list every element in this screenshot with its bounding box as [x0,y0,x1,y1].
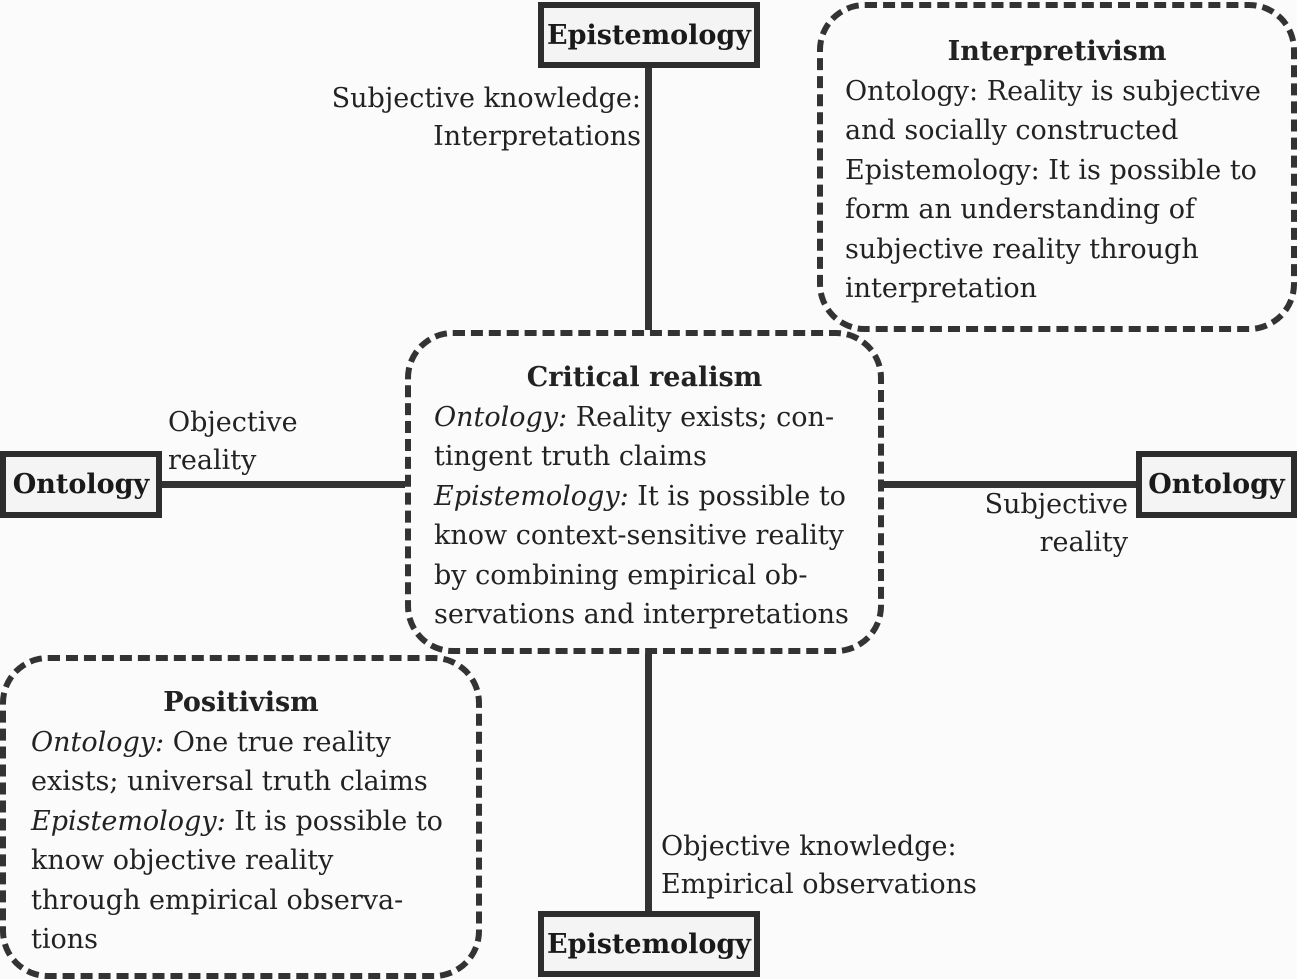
positivism-epistemology-label: Epistemology: [31,805,226,837]
critical-realism-ontology: Ontology: Reality exists; con-tingent tr… [434,398,864,477]
edge-label-bottom-line2: Empirical observations [661,869,977,900]
positivism-box: Positivism Ontology: One true reality ex… [0,655,482,979]
edge-label-left-line2: reality [168,445,257,476]
edge-label-bottom: Objective knowledge: Empirical observati… [661,828,1041,904]
interpretivism-box: Interpretivism Ontology: Reality is subj… [817,2,1297,332]
critical-realism-title: Critical realism [526,362,763,393]
critical-realism-ontology-text: Reality exists; con-tingent truth claims [434,401,835,473]
edge-label-left-line1: Objective [168,407,298,438]
interpretivism-title: Interpretivism [947,36,1167,67]
edge-label-right: Subjective reality [930,486,1128,562]
critical-realism-epistemology: Epistemology: It is possible to know con… [434,477,864,635]
critical-realism-ontology-label: Ontology: [434,401,568,433]
edge-label-top-line2: Interpretations [433,121,641,152]
critical-realism-epistemology-label: Epistemology: [434,480,629,512]
edge-label-top-line1: Subjective knowledge: [331,83,641,114]
positivism-ontology-label: Ontology: [31,726,165,758]
critical-realism-epistemology-text: It is possible to know context-sensitive… [434,480,849,631]
connector-bottom [645,650,652,916]
edge-label-top: Subjective knowledge: Interpretations [300,80,641,156]
critical-realism-box: Critical realism Ontology: Reality exist… [405,330,884,654]
epistemology-bottom-box: Epistemology [538,911,760,977]
positivism-epistemology-text: It is possible to know objective reality… [31,805,443,956]
ontology-right-box: Ontology [1136,451,1297,518]
connector-right [880,481,1140,488]
epistemology-top-box: Epistemology [538,2,760,68]
ontology-left-box: Ontology [0,451,162,518]
positivism-epistemology: Epistemology: It is possible to know obj… [31,802,451,960]
edge-label-right-line2: reality [1039,527,1128,558]
edge-label-left: Objective reality [168,404,368,480]
positivism-title: Positivism [163,687,319,718]
interpretivism-ontology: Ontology: Reality is subjective and soci… [845,75,1261,147]
connector-top [645,64,652,332]
positivism-ontology: Ontology: One true reality exists; unive… [31,723,451,802]
interpretivism-epistemology: Epistemology: It is possible to form an … [845,154,1257,305]
edge-label-bottom-line1: Objective knowledge: [661,831,957,862]
connector-left [158,481,408,488]
positivism-ontology-text: One true reality exists; universal truth… [31,726,428,798]
edge-label-right-line1: Subjective [984,489,1128,520]
